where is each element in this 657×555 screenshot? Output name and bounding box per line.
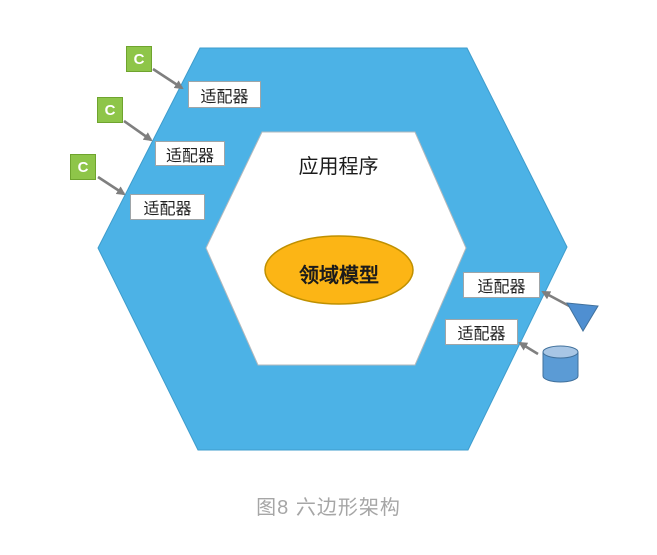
adapter-label: 适配器	[165, 147, 214, 165]
client-badge-label: C	[133, 50, 145, 68]
adapter-label: 适配器	[477, 279, 526, 296]
client-badge-label: C	[104, 101, 116, 119]
adapter-label: 适配器	[457, 326, 506, 343]
figure-caption: 图8 六边形架构	[256, 497, 401, 519]
database-arrow	[518, 341, 539, 356]
triangle-icon	[566, 302, 599, 332]
adapter-box-left-3: 适配器	[130, 194, 205, 220]
adapter-box-right-2: 适配器	[445, 319, 518, 345]
client-badge-3: C	[70, 154, 96, 180]
adapter-label: 适配器	[200, 88, 249, 106]
application-label: 应用程序	[298, 156, 379, 178]
client-arrow-3	[97, 175, 126, 196]
client-badge-label: C	[77, 158, 89, 176]
domain-model-label: 领域模型	[299, 265, 379, 287]
domain-model-ellipse	[264, 235, 414, 305]
client-badge-1: C	[126, 46, 152, 72]
adapter-box-left-2: 适配器	[155, 141, 225, 166]
client-arrow-1	[152, 67, 184, 90]
adapter-label: 适配器	[143, 201, 192, 218]
client-arrow-2	[123, 119, 153, 142]
database-cylinder-icon	[542, 345, 579, 383]
adapter-box-left-1: 适配器	[188, 81, 261, 108]
adapter-box-right-1: 适配器	[463, 272, 540, 298]
client-badge-2: C	[97, 97, 123, 123]
